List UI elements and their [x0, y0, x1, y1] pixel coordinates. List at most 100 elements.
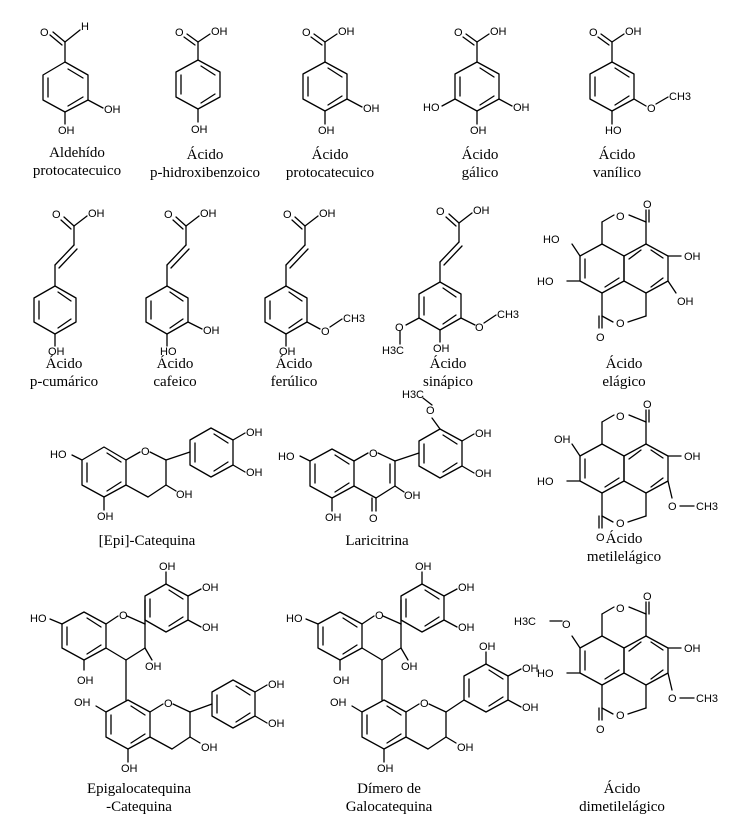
atom-label: H — [81, 21, 89, 33]
atom-label: O — [647, 103, 656, 115]
compound-name-line: elágico — [602, 374, 646, 390]
atom-label: OH — [201, 742, 218, 754]
atom-label: HO — [30, 613, 47, 625]
atom-label: OH — [203, 325, 220, 337]
atom-label: OH — [522, 702, 539, 714]
atom-label: H3C — [382, 345, 404, 357]
atom-label: OH — [333, 675, 350, 687]
atom-label: OH — [458, 622, 475, 634]
atom-label: O — [302, 27, 311, 39]
structure-dimero-de-galocatequina: OH OH OH HO O OH OH OH OH OH O OH OH OH — [286, 561, 539, 775]
atom-label: O — [283, 209, 292, 221]
atom-label: O — [164, 698, 173, 710]
atom-label: OH — [433, 343, 450, 355]
compound-name-line: Ácido — [186, 147, 224, 163]
compound-name-line: vanílico — [592, 165, 642, 181]
atom-label: O — [321, 326, 330, 338]
compound-name-line: dimetilelágico — [579, 799, 665, 815]
compound-name-line: Ácido — [429, 356, 467, 372]
atom-label: OH — [475, 468, 492, 480]
compound-name-line: Ácido — [461, 147, 499, 163]
atom-label: OH — [338, 26, 355, 38]
compound-name: Ácido sinápico — [423, 355, 473, 391]
compound-name-line: Epigalocatequina — [86, 781, 192, 797]
atom-label: O — [643, 199, 652, 211]
compound-name: Epigalocatequina -Catequina — [87, 780, 191, 816]
compound-name-line: Ácido — [45, 356, 83, 372]
compound-name: Ácido dimetilelágico — [579, 780, 665, 816]
atom-label: HO — [543, 234, 560, 246]
atom-label: O — [420, 698, 429, 710]
structure-acido-galico: O OH HO OH OH — [423, 26, 530, 137]
atom-label: O — [562, 619, 571, 631]
atom-label: OH — [77, 675, 94, 687]
atom-label: H3C — [402, 389, 424, 401]
compound-name-line: ferúlico — [270, 374, 318, 390]
compound-name-line: Dímero de — [357, 781, 421, 797]
compound-name-line: Ácido — [605, 531, 643, 547]
atom-label: HO — [278, 451, 295, 463]
atom-label: O — [668, 501, 677, 513]
atom-label: OH — [684, 251, 701, 263]
atom-label: HO — [605, 125, 622, 137]
compound-name-line: p-cumárico — [29, 374, 99, 390]
atom-label: OH — [625, 26, 642, 38]
atom-label: O — [643, 591, 652, 603]
compound-name-line: [Epi]-Catequina — [98, 533, 196, 549]
compound-name-line: Ácido — [311, 147, 349, 163]
atom-label: OH — [363, 103, 380, 115]
atom-label: OH — [97, 511, 114, 523]
atom-label: OH — [490, 26, 507, 38]
atom-label: CH3 — [669, 91, 691, 103]
compound-name-line: Ácido — [156, 356, 194, 372]
atom-label: O — [375, 610, 384, 622]
atom-label: O — [175, 27, 184, 39]
atom-label: OH — [58, 125, 75, 137]
compound-name-line: Aldehído — [49, 145, 105, 161]
atom-label: O — [596, 332, 605, 344]
atom-label: O — [52, 209, 61, 221]
structure-aldehido-protocatecuico: H O OH OH — [40, 21, 121, 137]
atom-label: O — [164, 209, 173, 221]
atom-label: OH — [513, 102, 530, 114]
structure-acido-elagico: O O HO HO OH OH O O — [537, 199, 701, 344]
compound-name: Ácido vanílico — [593, 146, 641, 182]
atom-label: O — [436, 206, 445, 218]
atom-label: O — [643, 399, 652, 411]
atom-label: HO — [160, 346, 177, 358]
atom-label: O — [668, 693, 677, 705]
atom-label: O — [454, 27, 463, 39]
atom-label: OH — [246, 427, 263, 439]
compound-name-line: protocatecuico — [32, 163, 122, 179]
structure-acido-p-hidroxibenzoico: O OH OH — [175, 26, 228, 136]
structure-acido-sinapico: O OH O CH3 O H3C OH — [382, 205, 519, 357]
atom-label: O — [426, 405, 435, 417]
structure-epi-catequina: OH OH HO O OH OH — [50, 427, 263, 523]
atom-label: OH — [48, 346, 65, 358]
atom-label: OH — [401, 661, 418, 673]
atom-label: O — [369, 448, 378, 460]
atom-label: OH — [191, 124, 208, 136]
structure-laricitrina: H3C O OH HO O OH OH OH O — [278, 389, 492, 525]
atom-label: OH — [377, 763, 394, 775]
atom-label: OH — [202, 582, 219, 594]
atom-label: O — [616, 518, 625, 530]
structure-acido-protocatecuico: O OH OH OH — [302, 26, 380, 137]
atom-label: HO — [423, 102, 440, 114]
atom-label: OH — [104, 104, 121, 116]
atom-label: OH — [200, 208, 217, 220]
compound-name-line: cafeico — [153, 374, 197, 390]
atom-label: O — [596, 724, 605, 736]
atom-label: OH — [211, 26, 228, 38]
compound-name: [Epi]-Catequina — [99, 532, 196, 550]
atom-label: OH — [176, 489, 193, 501]
structure-acido-p-cumarico: O OH OH — [33, 208, 105, 358]
compound-name: Ácido elágico — [602, 355, 645, 391]
compound-name-line: sinápico — [423, 374, 473, 390]
atom-label: O — [119, 610, 128, 622]
compound-name-line: -Catequina — [106, 799, 172, 815]
atom-label: O — [616, 211, 625, 223]
atom-label: OH — [279, 346, 296, 358]
compound-name-line: Ácido — [605, 356, 643, 372]
atom-label: CH3 — [696, 501, 718, 513]
